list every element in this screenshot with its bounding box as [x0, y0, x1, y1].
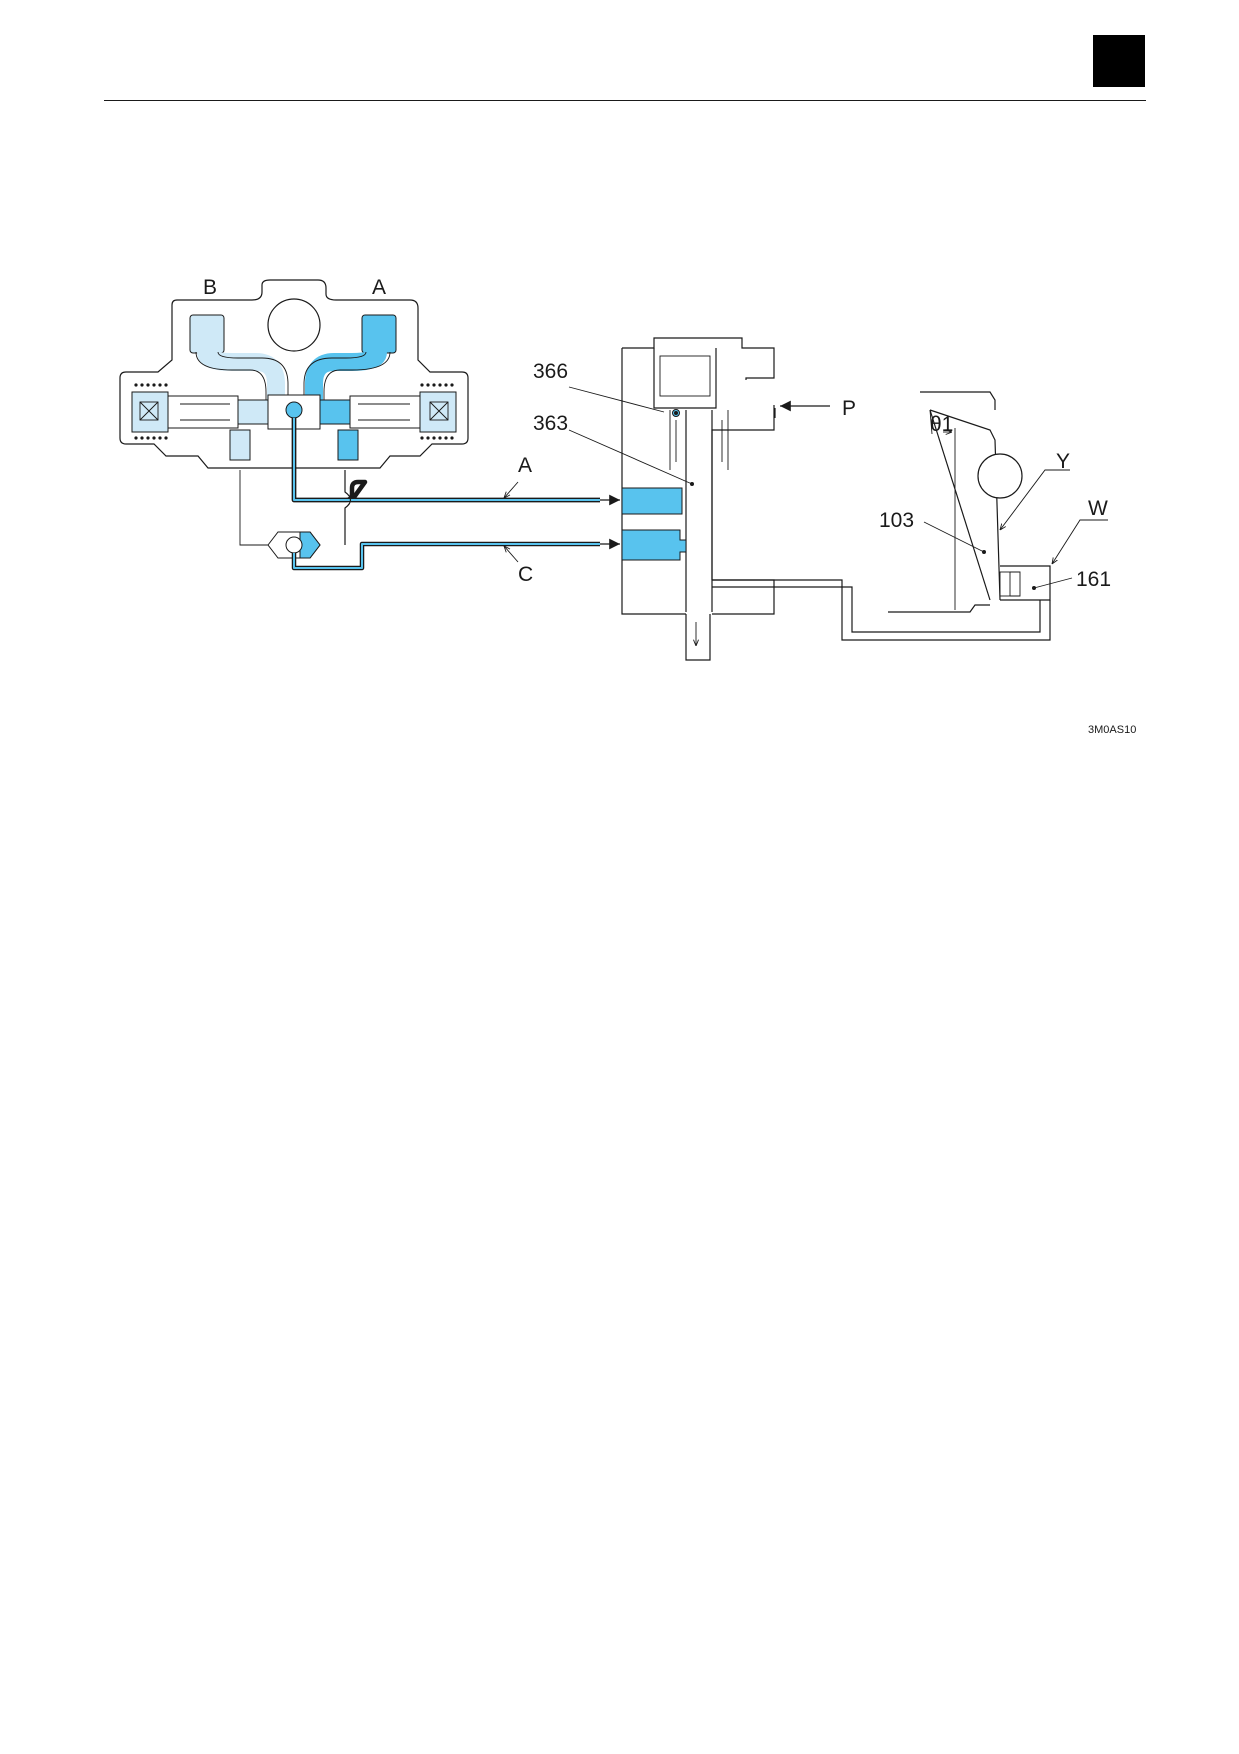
figure-code: 3M0AS10 — [1088, 724, 1136, 736]
swash-plate-assembly — [888, 391, 1051, 613]
label-part-161: 161 — [1076, 568, 1111, 591]
pressure-p-indicator — [774, 400, 830, 418]
pilot-line-a — [291, 418, 600, 545]
label-part-w: W — [1088, 497, 1108, 520]
label-part-366: 366 — [533, 360, 568, 383]
regulator-block — [621, 337, 775, 661]
label-part-103: 103 — [879, 509, 914, 532]
valve-body-left — [119, 279, 469, 469]
header-rule — [104, 100, 1146, 101]
label-part-y: Y — [1056, 450, 1070, 473]
servo-line — [712, 579, 1051, 641]
label-port-a: A — [372, 276, 386, 299]
pilot-line-c — [291, 541, 600, 571]
label-part-363: 363 — [533, 412, 568, 435]
page-tab-marker — [1093, 35, 1145, 87]
label-port-b: B — [203, 276, 217, 299]
label-line-c: C — [518, 563, 533, 586]
label-angle-theta: θ1 — [930, 413, 953, 436]
label-pressure-p: P — [842, 397, 856, 420]
label-line-a: A — [518, 454, 532, 477]
leader-lines — [504, 386, 1108, 590]
shuttle-valve — [239, 470, 321, 559]
